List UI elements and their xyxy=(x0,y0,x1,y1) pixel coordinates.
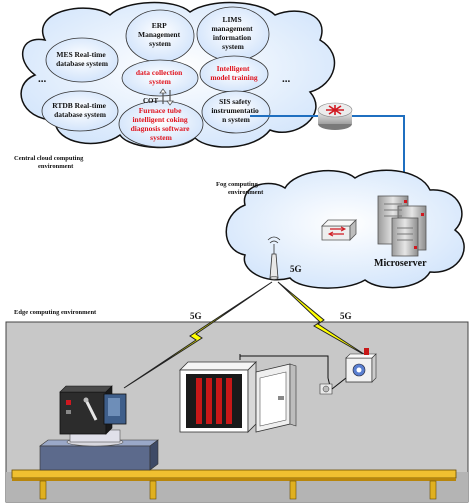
svg-text:ERP Management sys: ERP Management system xyxy=(138,21,182,48)
thermocouple-assembly xyxy=(239,354,347,395)
cot-exchange: COT xyxy=(143,88,174,106)
controller-device-icon xyxy=(59,385,127,447)
svg-text:RTDB Real-time database: RTDB Real-time database system xyxy=(52,101,108,119)
svg-text:Furnace tube intelligent: Furnace tube intelligent coking diagnosi… xyxy=(131,106,192,142)
ellipsis-left: ... xyxy=(38,73,47,85)
rtdb-system-node: RTDB Real-time database system xyxy=(41,90,119,132)
svg-text:SIS safety instrumentati: SIS safety instrumentatio n system xyxy=(211,97,260,124)
router-icon xyxy=(317,102,353,130)
svg-text:data collection system: data collection system xyxy=(136,68,184,86)
conveyor-rail xyxy=(11,469,457,500)
ellipsis-right: ... xyxy=(282,73,291,85)
furnace-diagnosis-node: Furnace tube intelligent coking diagnosi… xyxy=(118,100,204,148)
svg-text:MES Real-time database s: MES Real-time database system xyxy=(56,50,109,68)
5g-antenna-icon xyxy=(267,236,281,280)
switch-icon xyxy=(321,219,357,241)
intelligent-training-node: Intelligent model training xyxy=(199,55,269,93)
lightning-left-icon xyxy=(123,281,273,389)
fog-cloud-caption: Fog computing environment xyxy=(216,181,264,196)
central-cloud-caption: Central cloud computing environment xyxy=(14,155,85,170)
edge-caption: Edge computing environment xyxy=(14,309,97,316)
sensor-box-icon xyxy=(345,348,377,383)
5g-left-label: 5G xyxy=(190,311,202,321)
svg-text:Intelligent model traini: Intelligent model training xyxy=(210,64,258,82)
5g-tower-label: 5G xyxy=(290,264,302,274)
data-collection-node: data collection system xyxy=(121,59,199,97)
sis-system-node: SIS safety instrumentatio n system xyxy=(201,90,271,134)
erp-system-node: ERP Management system xyxy=(125,9,195,63)
microserver-icon xyxy=(377,195,427,257)
mes-system-node: MES Real-time database system xyxy=(45,37,119,83)
svg-text:COT: COT xyxy=(143,97,159,105)
5g-right-label: 5G xyxy=(340,311,352,321)
lims-system-node: LIMS management information system xyxy=(196,6,270,62)
microserver-label: Microserver xyxy=(374,258,427,269)
svg-text:LIMS management in: LIMS management information system xyxy=(211,15,254,51)
furnace-icon xyxy=(179,361,297,433)
